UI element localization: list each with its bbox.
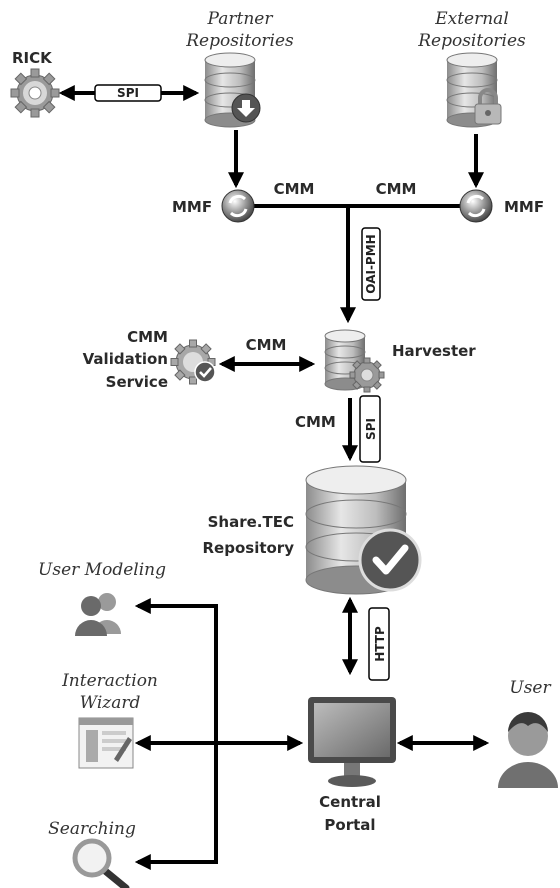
central-portal-monitor-icon — [308, 697, 396, 787]
oai-pmh-tag-box — [361, 227, 381, 301]
spi-rick-tag-box — [94, 84, 162, 102]
download-icon — [231, 93, 261, 123]
cmm-validation-edge-label: CMM — [246, 336, 287, 354]
rick-gear-icon — [10, 68, 60, 118]
rick-label: RICK — [12, 49, 53, 67]
http-tag-box — [368, 607, 390, 681]
spi-harvester-tag: SPI — [364, 418, 378, 440]
sharetec-label-2: Repository — [203, 539, 295, 557]
http-tag: HTTP — [373, 626, 387, 662]
mmf-right-label: MMF — [504, 198, 544, 216]
central-portal-label-2: Portal — [324, 816, 375, 834]
partner-repositories-label-2: Repositories — [185, 31, 294, 51]
sharetec-check-icon — [358, 528, 422, 592]
validation-check-icon — [194, 361, 216, 383]
harvester-gear-icon — [349, 357, 385, 393]
external-repositories-label-2: Repositories — [417, 31, 526, 51]
user-label: User — [509, 678, 551, 698]
cmm-validation-label-3: Service — [106, 373, 168, 391]
mmf-right-sync-icon — [459, 189, 493, 223]
external-repositories-label-1: External — [434, 9, 509, 29]
cmm-harvester-edge-label: CMM — [295, 413, 336, 431]
harvester-label: Harvester — [392, 342, 476, 360]
central-portal-label-1: Central — [319, 793, 381, 811]
mmf-left-sync-icon — [221, 189, 255, 223]
cmm-left-label: CMM — [274, 180, 315, 198]
spi-rick-tag: SPI — [117, 86, 139, 100]
cmm-right-label: CMM — [376, 180, 417, 198]
partner-repositories-label-1: Partner — [207, 9, 274, 29]
user-modeling-people-icon — [75, 593, 121, 636]
sharetec-label-1: Share.TEC — [208, 513, 294, 531]
interaction-wizard-label-1: Interaction — [61, 671, 158, 691]
oai-pmh-tag: OAI-PMH — [364, 234, 378, 293]
user-modeling-label: User Modeling — [38, 560, 166, 580]
spi-harvester-tag-box — [359, 395, 381, 463]
lock-icon — [474, 88, 502, 125]
wizard-form-icon — [78, 717, 134, 769]
user-avatar-icon — [498, 712, 558, 788]
portal-left-bracket-arrow — [134, 598, 218, 870]
cmm-validation-label-1: CMM — [127, 328, 168, 346]
searching-label: Searching — [48, 819, 136, 839]
mmf-left-label: MMF — [172, 198, 212, 216]
magnifier-search-icon — [72, 838, 130, 888]
cmm-validation-label-2: Validation — [83, 350, 168, 368]
interaction-wizard-label-2: Wizard — [80, 693, 141, 713]
